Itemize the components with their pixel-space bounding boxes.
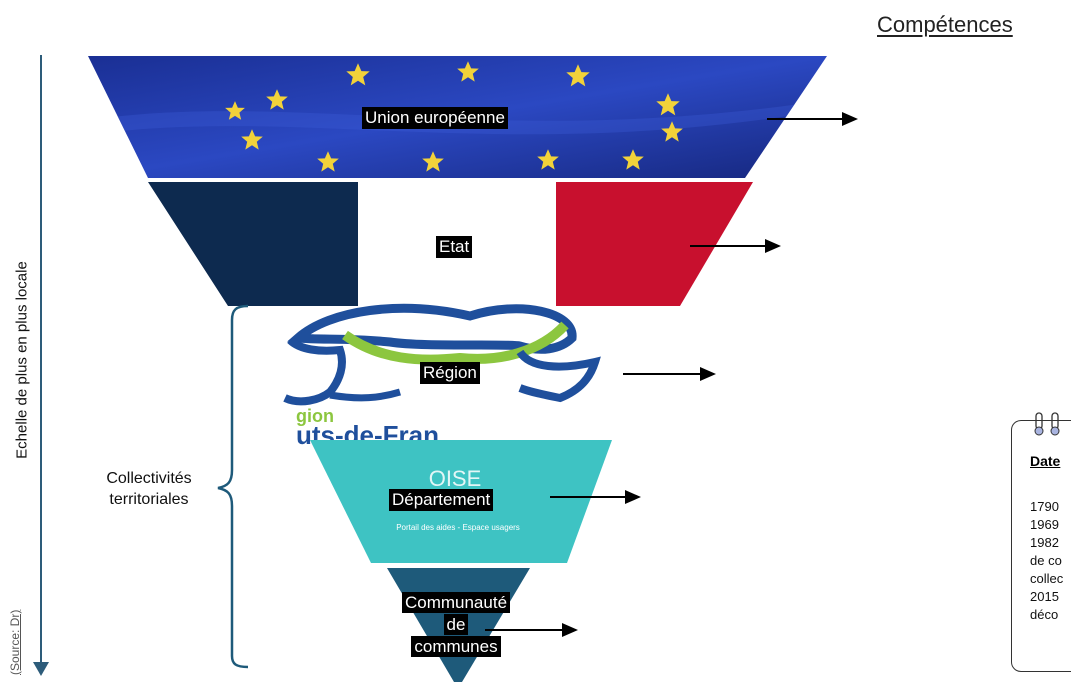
right-arrow-icon bbox=[562, 623, 578, 637]
dates-note-line: 2015 bbox=[1030, 589, 1059, 604]
oise-logo-tagline: Portail des aides - Espace usagers bbox=[396, 523, 520, 532]
arrow-departement-line bbox=[550, 496, 626, 498]
dates-note-line: 1982 bbox=[1030, 535, 1059, 550]
level-communaute-line1: Communauté bbox=[401, 592, 511, 613]
right-arrow-icon bbox=[625, 490, 641, 504]
level-communaute-line2: de bbox=[443, 614, 469, 635]
arrow-region-line bbox=[623, 373, 701, 375]
collectivites-label: Collectivités territoriales bbox=[82, 469, 216, 511]
binder-rings-icon bbox=[1034, 412, 1060, 436]
level-union-europeenne: Union européenne bbox=[362, 107, 508, 129]
arrow-etat-line bbox=[690, 245, 766, 247]
dates-note-line: 1790 bbox=[1030, 499, 1059, 514]
dates-note-line: 1969 bbox=[1030, 517, 1059, 532]
dates-note-card: Date 1790 1969 1982 de co collec 2015 dé… bbox=[1011, 412, 1071, 672]
level-communaute-line3: communes bbox=[411, 636, 501, 657]
dates-note-line: de co bbox=[1030, 553, 1062, 568]
level-region: Région bbox=[420, 362, 480, 384]
right-arrow-icon bbox=[700, 367, 716, 381]
right-arrow-icon bbox=[842, 112, 858, 126]
arrow-communaute-line bbox=[485, 629, 563, 631]
down-arrow-icon bbox=[33, 662, 49, 676]
collectivites-label-line2: territoriales bbox=[109, 490, 189, 508]
oise-logo-name: OISE bbox=[429, 466, 482, 491]
dates-note-line: déco bbox=[1030, 607, 1059, 622]
arrow-eu-line bbox=[767, 118, 843, 120]
level-departement: Département bbox=[389, 489, 494, 511]
level-communaute-de-communes: Communauté de communes bbox=[381, 592, 531, 659]
collectivites-label-line1: Collectivités bbox=[106, 470, 192, 487]
region-logo-line1: gion bbox=[296, 406, 334, 426]
collectivites-brace bbox=[217, 304, 249, 669]
right-arrow-icon bbox=[765, 239, 781, 253]
dates-note-line: collec bbox=[1030, 571, 1064, 586]
competences-heading: Compétences bbox=[877, 12, 1013, 37]
level-etat: Etat bbox=[436, 236, 473, 258]
dates-note-title: Date bbox=[1030, 453, 1061, 469]
vertical-scale-axis bbox=[40, 55, 42, 665]
